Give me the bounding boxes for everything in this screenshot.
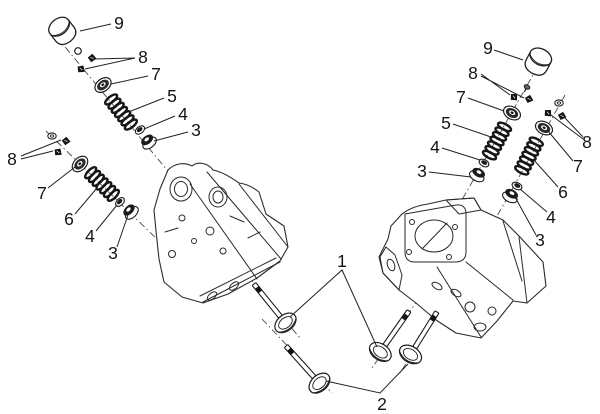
callout-left-main-4: 4	[178, 104, 188, 124]
callout-left-sub-6: 6	[64, 209, 74, 229]
callout-right-main-5: 5	[441, 113, 451, 133]
callout-right-sub-6: 6	[558, 182, 568, 202]
retainer-left-main	[91, 73, 115, 97]
callout-left-main-3: 3	[191, 120, 201, 140]
callout-left-sub-4: 4	[85, 226, 95, 246]
callout-left-sub-8: 8	[7, 149, 17, 169]
right-cylinder-head-illustration	[378, 197, 547, 339]
leader-lines	[20, 23, 584, 394]
cotter-right-sub-a	[543, 108, 553, 118]
seat-right-main	[477, 157, 491, 169]
callout-right-sub-8: 8	[582, 132, 592, 152]
callout-valves-1: 1	[337, 251, 347, 271]
callout-right-sub-4: 4	[546, 207, 556, 227]
callout-left-sub-7: 7	[37, 183, 47, 203]
seal-left-sub	[119, 200, 142, 223]
callout-left-sub-3: 3	[108, 243, 118, 263]
seal-right-main	[467, 164, 489, 185]
seal-left-main	[137, 131, 160, 153]
seat-left-main	[133, 123, 147, 137]
valve-b	[276, 337, 335, 398]
callout-right-main-9: 9	[483, 38, 493, 58]
left-main-valve-group	[44, 12, 160, 153]
spring-left-main	[102, 91, 140, 133]
tappet-bucket-left	[44, 12, 81, 50]
callout-right-main-7: 7	[456, 87, 466, 107]
left-cylinder-head-illustration	[153, 162, 289, 304]
callout-right-main-4: 4	[430, 137, 440, 157]
ring-right-sub	[554, 99, 564, 107]
axis-left-sub	[45, 130, 164, 246]
callout-numbers: 9 8 7 5 4 3 8 7 6 4 3 1 2 9 8 7 5 4 3 8 …	[7, 13, 592, 414]
cotter-right-sub-b	[557, 111, 567, 121]
right-main-valve-group	[467, 43, 556, 185]
callout-right-sub-3: 3	[535, 230, 545, 250]
spring-right-sub	[512, 134, 546, 178]
callout-left-main-7: 7	[151, 64, 161, 84]
callout-right-main-8: 8	[468, 63, 478, 83]
left-head-outline	[153, 162, 289, 304]
cotter-left-main-a	[87, 53, 97, 63]
tappet-bucket-right	[521, 43, 556, 80]
callout-right-sub-7: 7	[573, 156, 583, 176]
cotter-left-sub-a	[61, 136, 71, 146]
ring-left-sub	[47, 132, 57, 140]
cotter-left-main-b	[76, 64, 86, 74]
callout-valves-2: 2	[377, 394, 387, 414]
right-head-details	[379, 197, 528, 338]
callout-right-main-3: 3	[417, 161, 427, 181]
valve-a	[244, 275, 301, 338]
callout-left-main-5: 5	[167, 86, 177, 106]
axis-valve-b	[261, 318, 333, 394]
retainer-right-main	[500, 102, 524, 124]
left-head-details	[164, 171, 289, 303]
shim-left	[74, 47, 82, 55]
cotter-left-sub-b	[53, 147, 63, 157]
cotter-right-main-b	[524, 94, 534, 104]
spring-right-main	[480, 119, 514, 163]
callout-left-main-8: 8	[138, 47, 148, 67]
callout-left-main-9: 9	[114, 13, 124, 33]
